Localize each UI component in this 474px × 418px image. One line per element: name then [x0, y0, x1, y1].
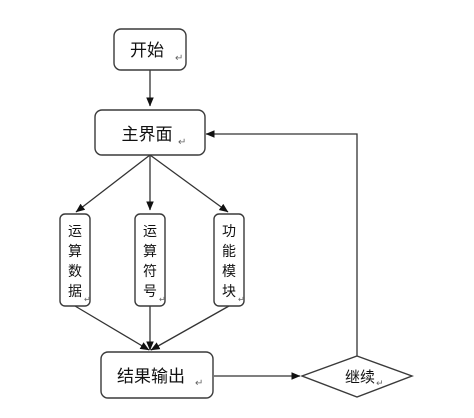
edge-main-to-function	[149, 154, 229, 213]
vertical-label-char: 算	[143, 244, 157, 260]
node-continue: 继续 ↵	[299, 355, 415, 398]
edge-function-to-output	[150, 305, 230, 351]
node-output: 结果输出 ↵	[100, 351, 214, 399]
operand-paragraph-mark: ↵	[84, 295, 91, 304]
node-function: 功能模块 ↵	[213, 213, 245, 307]
vertical-label-char: 块	[222, 284, 236, 300]
operand-box	[59, 213, 91, 307]
edge-main-to-operand	[75, 154, 151, 213]
edge-operand-to-output	[74, 305, 150, 351]
vertical-label-char: 功	[222, 224, 236, 240]
output-paragraph-mark: ↵	[195, 378, 203, 389]
continue-label: 继续	[345, 368, 375, 386]
start-box	[113, 28, 187, 71]
function-paragraph-mark: ↵	[238, 295, 245, 304]
output-label: 结果输出	[117, 367, 185, 387]
continue-diamond	[299, 355, 415, 398]
start-label: 开始	[130, 41, 164, 61]
operator-label: 运算符号	[143, 224, 157, 300]
output-box	[100, 351, 214, 399]
vertical-label-char: 运	[143, 224, 157, 240]
operand-label: 运算数据	[68, 224, 82, 300]
function-box	[213, 213, 245, 307]
operator-box	[134, 213, 166, 307]
node-start: 开始 ↵	[113, 28, 187, 71]
vertical-label-char: 算	[68, 244, 82, 260]
vertical-label-char: 能	[222, 244, 236, 260]
function-label: 功能模块	[222, 224, 236, 300]
vertical-label-char: 据	[68, 284, 82, 300]
node-main-ui: 主界面 ↵	[94, 109, 206, 156]
vertical-label-char: 数	[68, 264, 82, 280]
continue-paragraph-mark: ↵	[376, 379, 384, 389]
main-ui-paragraph-mark: ↵	[178, 137, 186, 148]
edges	[74, 70, 358, 380]
operator-paragraph-mark: ↵	[159, 295, 166, 304]
main-ui-label: 主界面	[122, 125, 173, 145]
vertical-label-char: 模	[222, 264, 236, 280]
main-ui-box	[94, 109, 206, 156]
vertical-label-char: 符	[143, 264, 157, 280]
vertical-label-char: 运	[68, 224, 82, 240]
node-operand: 运算数据 ↵	[59, 213, 91, 307]
start-paragraph-mark: ↵	[175, 53, 183, 64]
node-operator: 运算符号 ↵	[134, 213, 166, 307]
edge-continue-loop-to-main	[205, 130, 358, 356]
vertical-label-char: 号	[143, 284, 157, 300]
